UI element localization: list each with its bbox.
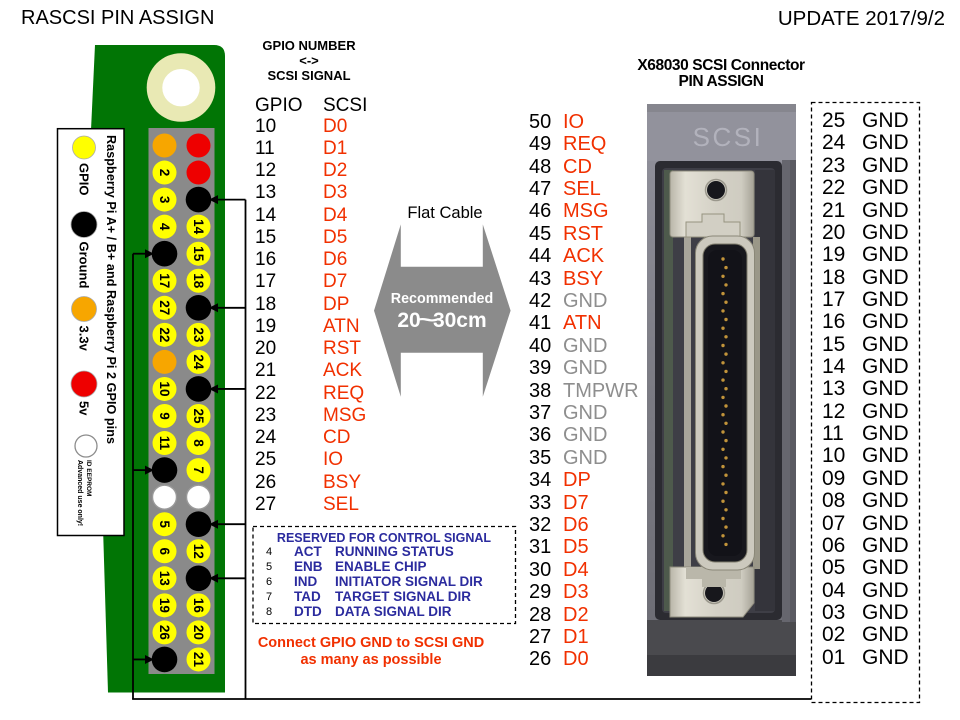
svg-text:2: 2 <box>157 169 172 177</box>
svg-text:3.3v: 3.3v <box>77 326 92 352</box>
svg-text:24: 24 <box>191 354 206 370</box>
svg-text:GPIO: GPIO <box>77 163 92 196</box>
svg-text:6: 6 <box>157 547 172 555</box>
svg-text:27: 27 <box>157 300 172 315</box>
svg-text:10: 10 <box>157 381 172 396</box>
svg-text:16: 16 <box>191 598 206 614</box>
svg-text:14: 14 <box>191 219 206 235</box>
svg-text:13: 13 <box>157 571 172 587</box>
svg-text:7: 7 <box>191 466 206 474</box>
svg-text:21: 21 <box>191 652 206 668</box>
svg-text:12: 12 <box>191 544 206 559</box>
svg-text:20: 20 <box>191 625 206 640</box>
svg-text:4: 4 <box>157 223 172 231</box>
svg-text:Advanced use only!: Advanced use only! <box>76 460 83 526</box>
svg-text:5v: 5v <box>77 401 92 416</box>
svg-text:ID EEPROM: ID EEPROM <box>85 460 92 496</box>
svg-text:19: 19 <box>157 598 172 613</box>
svg-text:3: 3 <box>157 196 172 204</box>
svg-text:26: 26 <box>157 625 172 641</box>
svg-text:Raspberry Pi A+ / B+ and Raspb: Raspberry Pi A+ / B+ and Raspberry Pi 2 … <box>104 135 118 444</box>
svg-text:8: 8 <box>191 439 206 447</box>
svg-text:22: 22 <box>157 327 172 342</box>
svg-text:17: 17 <box>157 273 172 288</box>
svg-text:25: 25 <box>191 408 206 424</box>
svg-text:18: 18 <box>191 273 206 289</box>
svg-text:Ground: Ground <box>77 242 92 289</box>
svg-text:23: 23 <box>191 327 206 343</box>
svg-text:15: 15 <box>191 246 206 262</box>
svg-text:11: 11 <box>157 436 172 451</box>
svg-text:SCSI: SCSI <box>693 122 764 152</box>
svg-text:9: 9 <box>157 412 172 420</box>
svg-text:5: 5 <box>157 520 172 528</box>
